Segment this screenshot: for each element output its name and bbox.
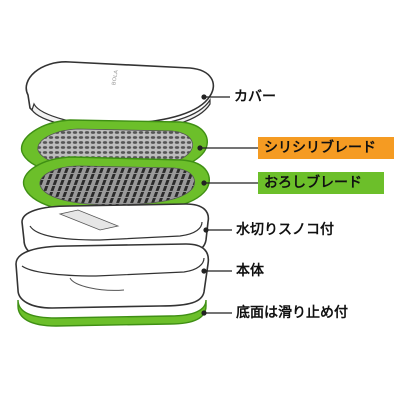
label-main-body: 本体 (236, 263, 264, 279)
base-part (17, 299, 207, 327)
leader-lines (197, 94, 258, 316)
label-draining-tray: 水切りスノコ付 (236, 222, 334, 238)
label-base: 底面は滑り止め付 (236, 305, 348, 321)
main-body-part (15, 243, 210, 309)
label-grating-blade: おろしブレード (258, 172, 384, 194)
label-shredding-blade: シリシリブレード (258, 137, 394, 159)
cover-logo: ᴮᴼᴸᴬ (111, 70, 124, 87)
label-cover: カバー (234, 89, 276, 105)
